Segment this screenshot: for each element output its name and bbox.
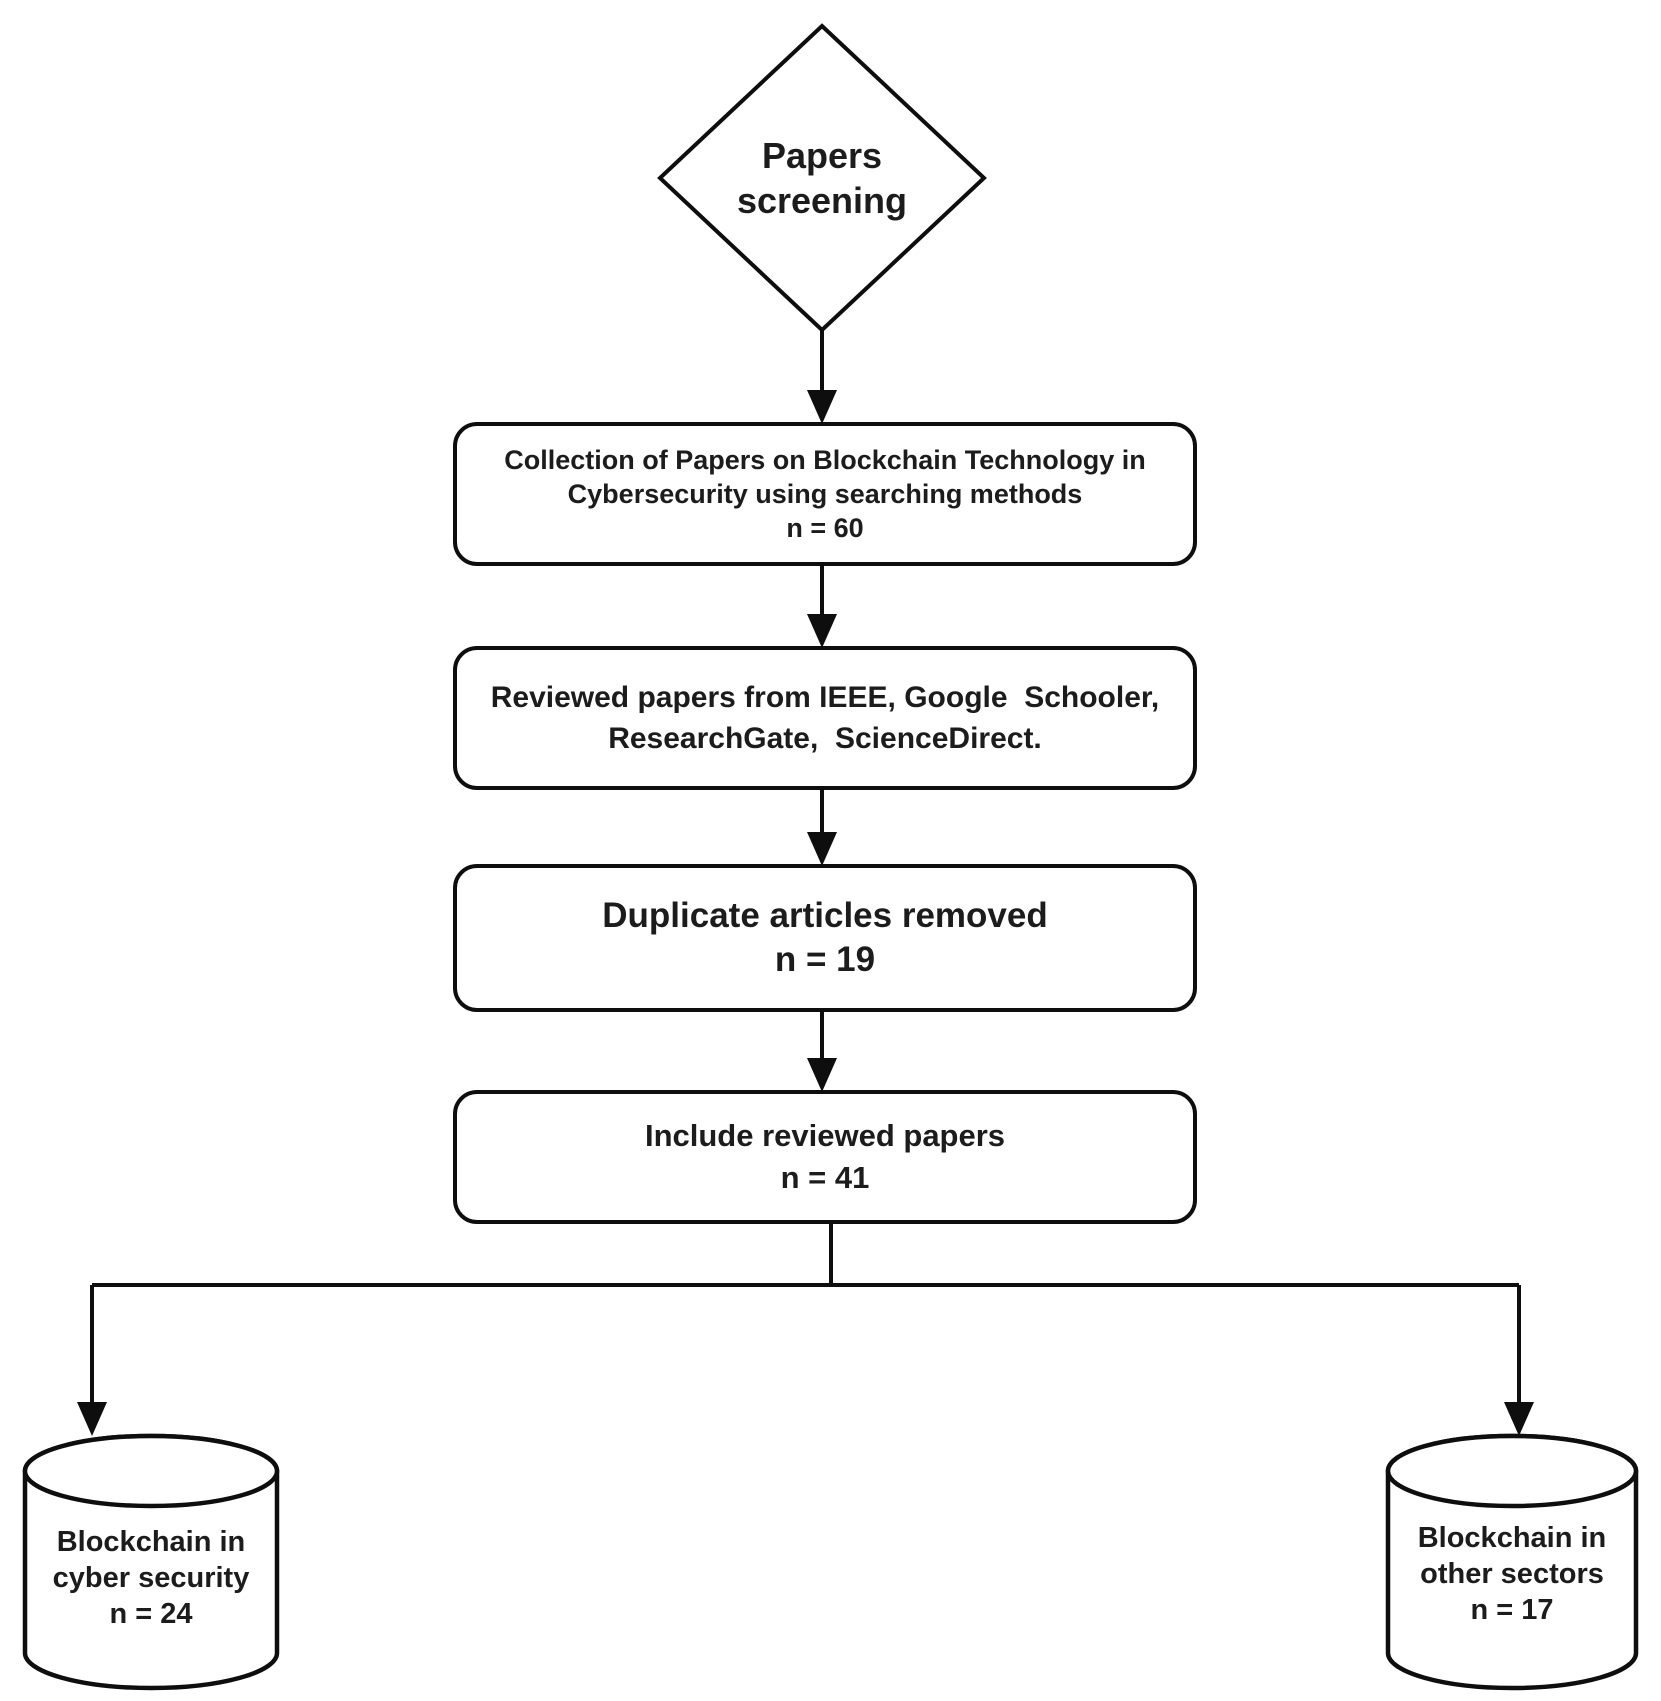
duplicates-box-shape	[453, 864, 1197, 1012]
decision-diamond-shape	[657, 23, 987, 333]
arrow-screening-to-collection	[807, 330, 837, 424]
arrow-collection-to-sources	[807, 564, 837, 648]
arrow-sources-to-duplicates	[807, 788, 837, 866]
branch-connector	[77, 1222, 1534, 1436]
collection-box-shape	[453, 422, 1197, 566]
sources-box-shape	[453, 646, 1197, 790]
arrowhead-to-cyber-db	[77, 1402, 107, 1436]
included-box-shape	[453, 1090, 1197, 1224]
arrow-duplicates-to-included	[807, 1010, 837, 1092]
other-sectors-cylinder-shape	[1385, 1433, 1639, 1691]
arrowhead-to-other-db	[1504, 1402, 1534, 1436]
cyber-security-cylinder-shape	[22, 1433, 280, 1691]
